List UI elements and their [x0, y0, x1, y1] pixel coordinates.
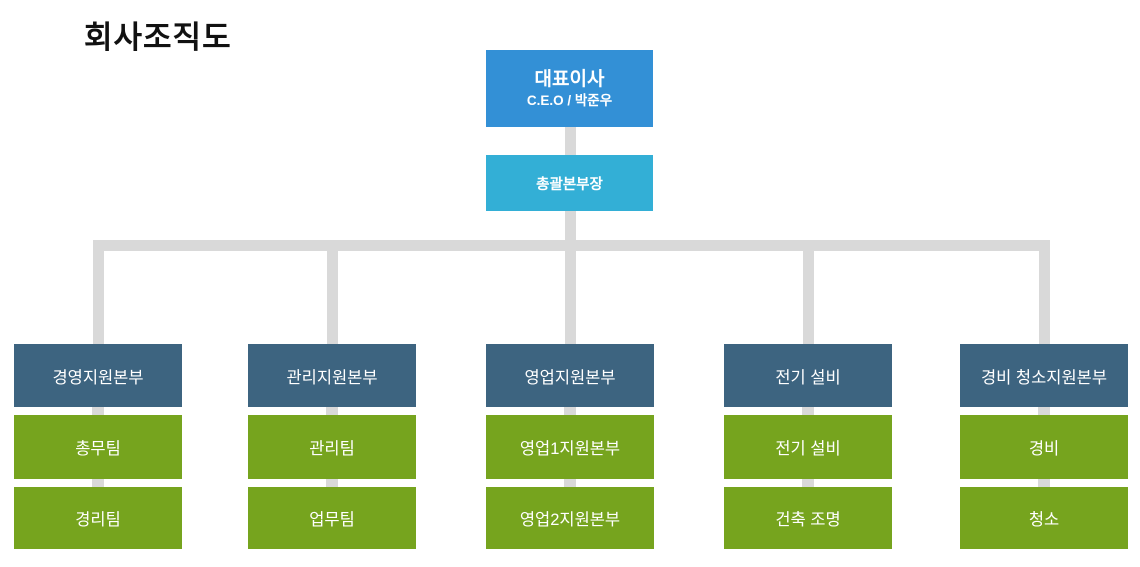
division-column: 관리지원본부 관리팀 업무팀 [248, 344, 416, 549]
team-box: 건축 조명 [724, 487, 892, 549]
division-column: 전기 설비 전기 설비 건축 조명 [724, 344, 892, 549]
team-box: 영업1지원본부 [486, 415, 654, 479]
page-title: 회사조직도 [84, 20, 232, 55]
team-box: 업무팀 [248, 487, 416, 549]
team-box: 총무팀 [14, 415, 182, 479]
division-header: 영업지원본부 [486, 344, 654, 407]
team-box: 경리팀 [14, 487, 182, 549]
division-header: 경비 청소지원본부 [960, 344, 1128, 407]
connector-header-team [326, 407, 338, 415]
team-box: 청소 [960, 487, 1128, 549]
division-column: 경영지원본부 총무팀 경리팀 [14, 344, 182, 549]
ceo-subtitle: C.E.O / 박준우 [526, 92, 613, 108]
team-box: 관리팀 [248, 415, 416, 479]
connector-header-team [1038, 407, 1050, 415]
connector-drop-division-3 [565, 251, 576, 344]
connector-gm-to-trunk [565, 211, 576, 241]
connector-header-team [564, 407, 576, 415]
connector-drop-division-4 [803, 251, 814, 344]
connector-drop-division-5 [1039, 251, 1050, 344]
team-box: 경비 [960, 415, 1128, 479]
connector-ceo-to-gm [565, 127, 576, 155]
ceo-box: 대표이사 C.E.O / 박준우 [486, 50, 653, 127]
team-box: 영업2지원본부 [486, 487, 654, 549]
division-header: 관리지원본부 [248, 344, 416, 407]
ceo-title: 대표이사 [534, 68, 605, 90]
connector-team-team [92, 479, 104, 487]
division-header: 전기 설비 [724, 344, 892, 407]
connector-header-team [802, 407, 814, 415]
connector-horizontal-trunk [93, 240, 1050, 251]
team-box: 전기 설비 [724, 415, 892, 479]
connector-header-team [92, 407, 104, 415]
division-column: 경비 청소지원본부 경비 청소 [960, 344, 1128, 549]
division-header: 경영지원본부 [14, 344, 182, 407]
connector-drop-division-2 [327, 251, 338, 344]
general-manager-label: 총괄본부장 [536, 176, 603, 193]
connector-drop-division-1 [93, 251, 104, 344]
division-column: 영업지원본부 영업1지원본부 영업2지원본부 [486, 344, 654, 549]
connector-team-team [1038, 479, 1050, 487]
connector-team-team [802, 479, 814, 487]
connector-team-team [564, 479, 576, 487]
connector-team-team [326, 479, 338, 487]
general-manager-box: 총괄본부장 [486, 155, 653, 211]
